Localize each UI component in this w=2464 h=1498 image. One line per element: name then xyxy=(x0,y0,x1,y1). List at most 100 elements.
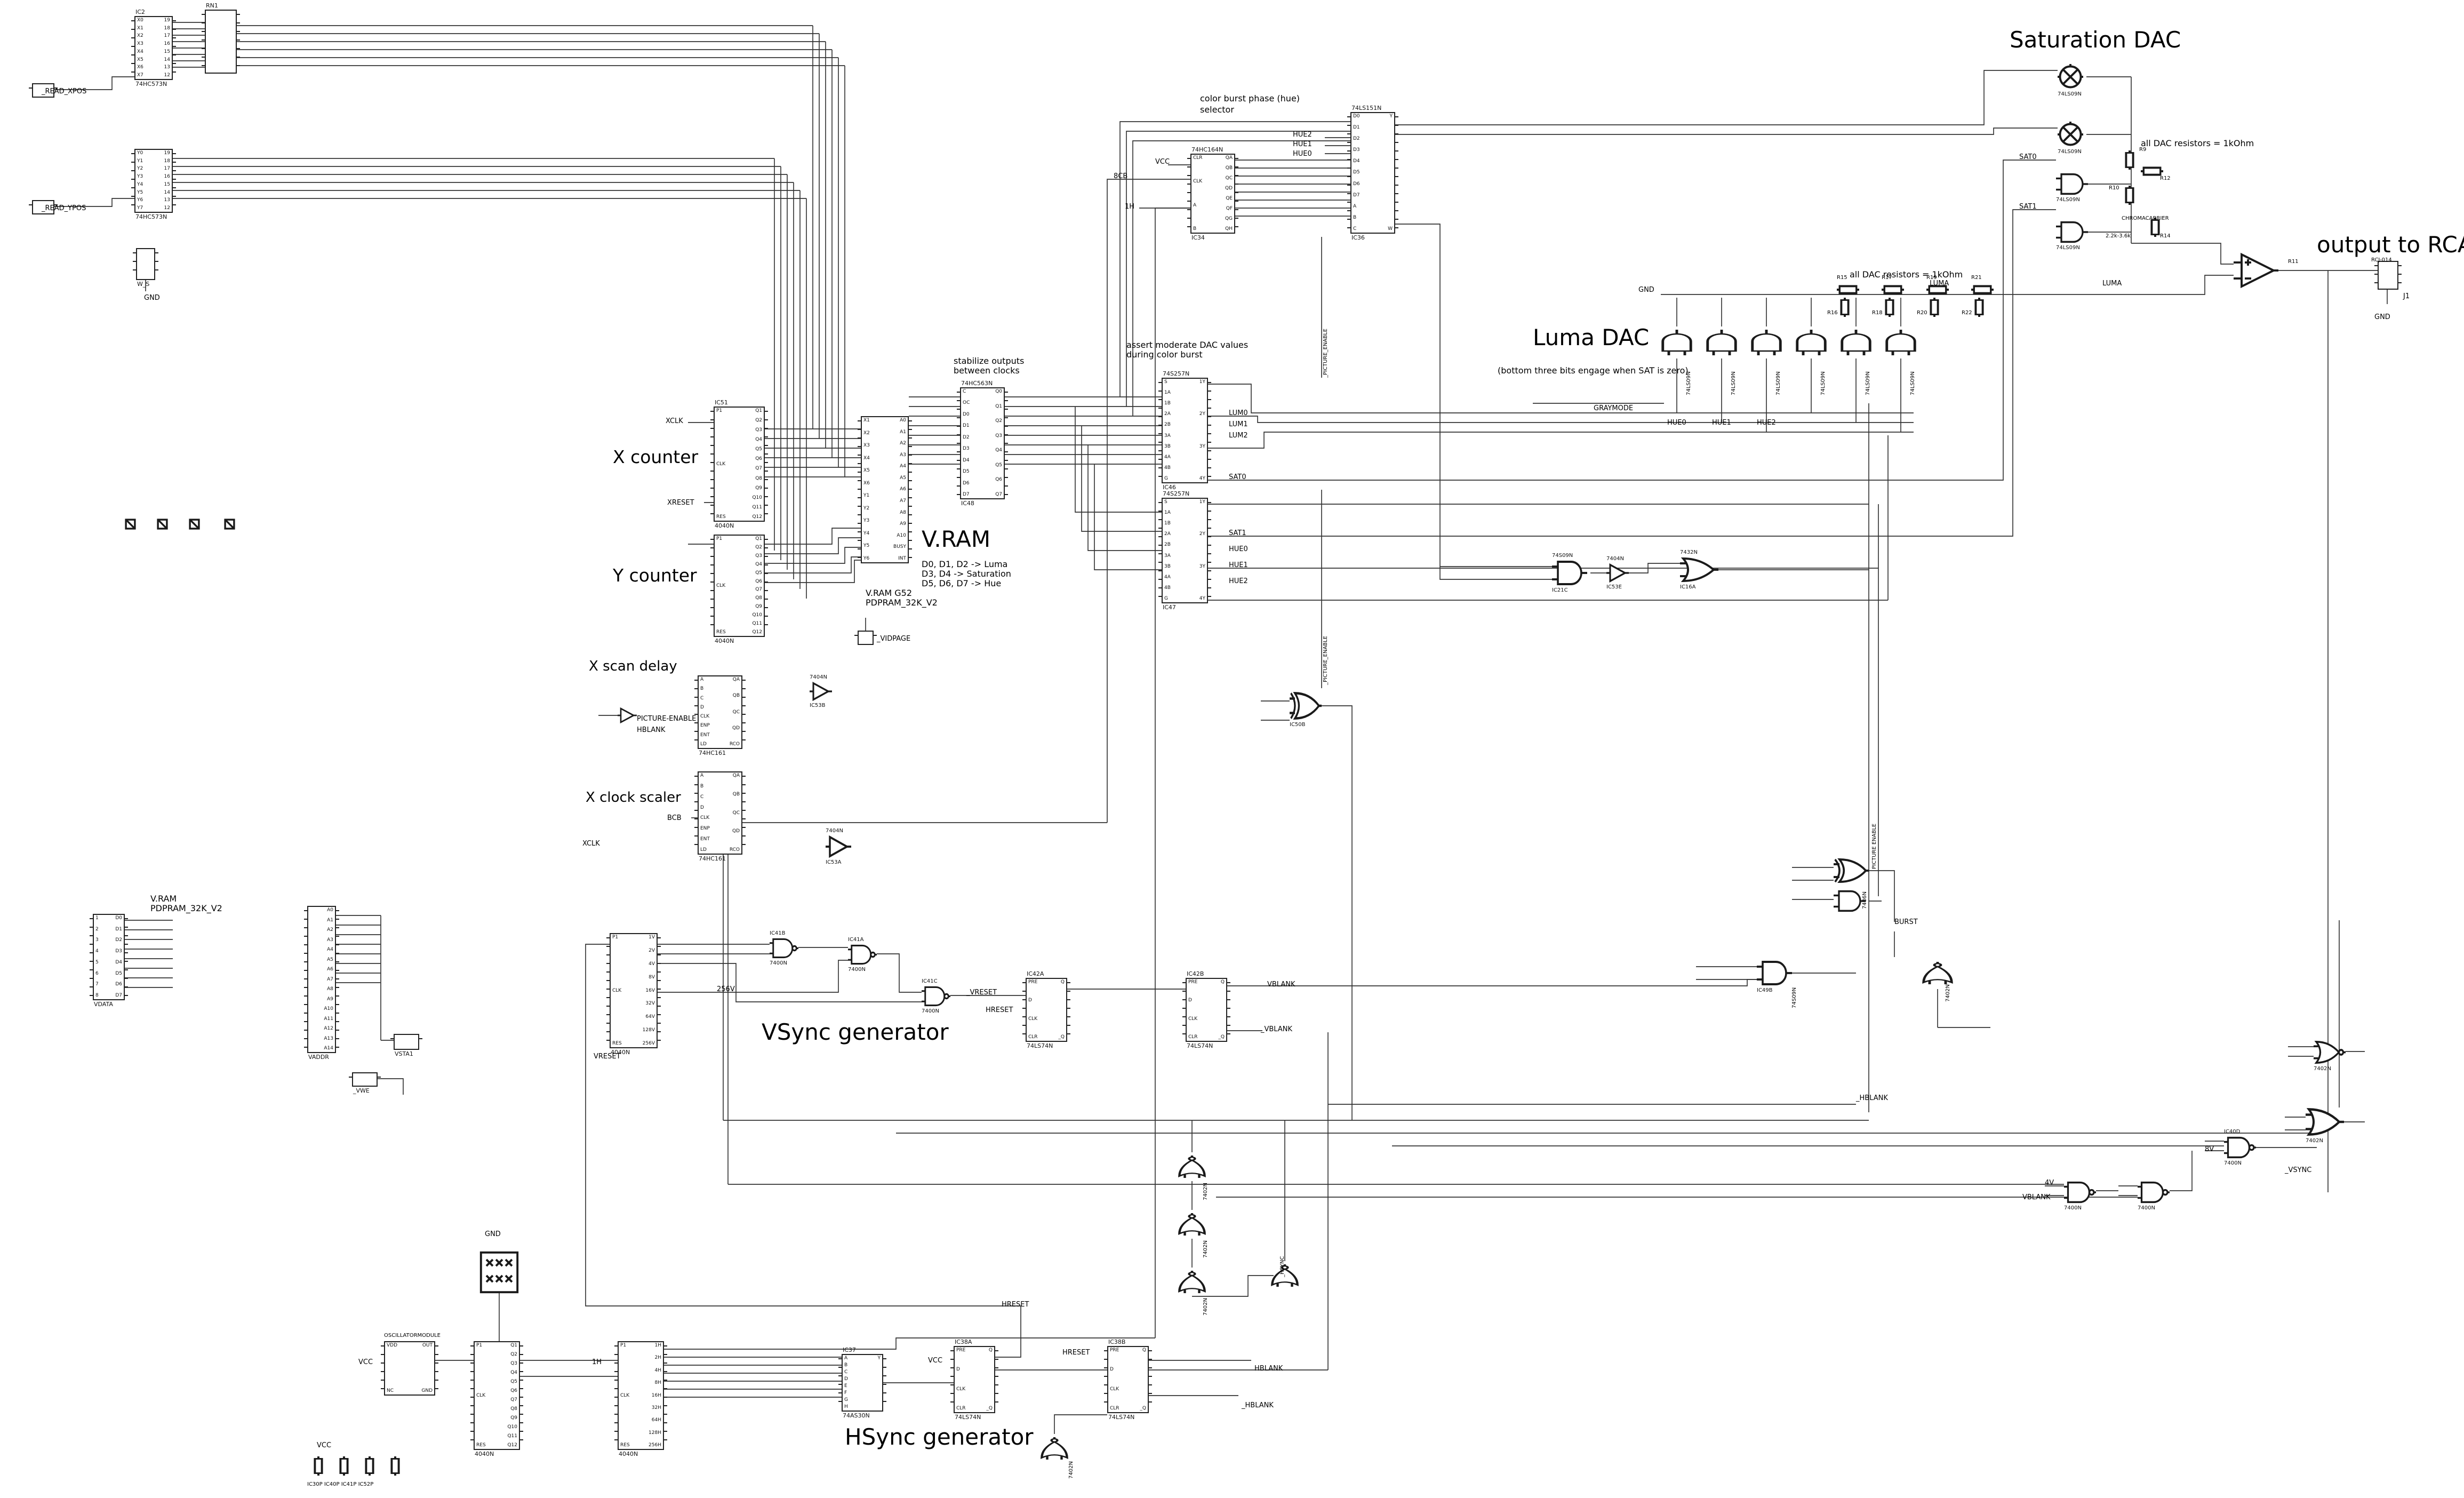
net-label: 7402N xyxy=(1068,1461,1074,1479)
net-label: _VBLANK xyxy=(1261,1025,1292,1033)
pin-label: D xyxy=(700,804,704,810)
pin-label: 14 xyxy=(164,189,170,195)
wire xyxy=(664,1337,1155,1350)
pin-label: A3 xyxy=(900,452,906,458)
pin-label: Q6 xyxy=(755,578,762,584)
pin-label: 64H xyxy=(651,1417,661,1423)
pin-label: 4A xyxy=(1164,574,1171,580)
ic-ref: 74S257N xyxy=(1163,370,1190,377)
net-label: between clocks xyxy=(954,365,1020,376)
net-label: R16 xyxy=(1827,310,1838,316)
pin-label: 1H xyxy=(654,1343,662,1348)
pin-label: Q7 xyxy=(755,587,762,593)
pin-label: 14 xyxy=(164,57,170,62)
net-label: (bottom three bits engage when SAT is ze… xyxy=(1498,365,1689,376)
net-label: _HBLANK xyxy=(1242,1401,1274,1409)
wire xyxy=(1208,384,1914,413)
wire xyxy=(1132,140,1350,416)
pin-label: Q4 xyxy=(755,561,762,567)
pin-label: 4B xyxy=(1164,465,1171,471)
ic-part: IC36 xyxy=(1351,234,1365,241)
wire xyxy=(1395,128,2058,135)
gate-label: IC16A xyxy=(1680,584,1696,590)
ic-part: 74HC573N xyxy=(135,81,167,87)
resistor xyxy=(1882,285,1904,294)
gate-label: IC53A xyxy=(826,859,842,865)
pin-label: Q6 xyxy=(995,477,1002,483)
pin-label: A3 xyxy=(327,937,333,943)
net-label: 2.2k-3.6k xyxy=(2106,233,2131,239)
net-label: 74LS09N xyxy=(1686,371,1692,395)
pin-label: 16H xyxy=(651,1392,661,1398)
output-rca-title: output to RCA jack xyxy=(2317,232,2464,258)
pin-label: 1Y xyxy=(1199,379,1205,385)
pin-label: Q9 xyxy=(510,1415,517,1421)
pin-label: A2 xyxy=(900,441,906,447)
net-label: 1H xyxy=(1125,203,1135,211)
pin-label: 16 xyxy=(164,174,170,180)
pin-label: 2 xyxy=(95,926,99,932)
pin-label: Q11 xyxy=(752,504,762,510)
power-flag-icon xyxy=(157,519,168,530)
net-label: R20 xyxy=(1917,310,1927,316)
pin-label: X6 xyxy=(863,480,870,486)
net-label: HBLANK xyxy=(637,726,666,734)
pin-label: X1 xyxy=(137,25,143,31)
nor-gate xyxy=(1041,1434,1068,1463)
pin-label: 3B xyxy=(1164,443,1171,449)
net-label: SAT1 xyxy=(2019,203,2037,211)
net-label: R18 xyxy=(1872,310,1883,316)
pin-label: Q4 xyxy=(995,448,1002,453)
pin-label: S xyxy=(1164,379,1167,385)
pin-label: Y xyxy=(1389,114,1393,119)
pin-label: 2A xyxy=(1164,531,1171,537)
pin-label: C xyxy=(700,794,704,800)
net-label: _HBLANK xyxy=(1856,1094,1888,1102)
net-label: 1H xyxy=(592,1358,602,1366)
pin-label: 3Y xyxy=(1199,443,1205,449)
ic-ref: IC38A xyxy=(955,1338,972,1345)
pin-label: B xyxy=(700,783,704,789)
wire xyxy=(2170,1151,2193,1191)
pin-label: A14 xyxy=(324,1046,333,1051)
ic-part: 4040N xyxy=(611,1049,630,1056)
wire xyxy=(54,198,134,207)
pin-label: A12 xyxy=(324,1026,333,1031)
wire xyxy=(877,953,922,993)
pin-label: Q10 xyxy=(752,612,762,618)
power-flag-icon xyxy=(224,519,235,530)
pin-label: Y4 xyxy=(137,181,143,187)
gate-label: IC50B xyxy=(1290,722,1306,728)
pin-label: RES xyxy=(716,630,726,635)
wire xyxy=(1119,121,1350,397)
pin-label: D5 xyxy=(963,469,970,475)
ic-ref: 74HC164N xyxy=(1191,146,1223,153)
pin-label: 32V xyxy=(645,1001,655,1007)
net-label: stabilize outputs xyxy=(954,356,1025,366)
net-label: V.RAM xyxy=(150,894,177,904)
pin-label: A8 xyxy=(900,509,906,515)
pin-label: Y2 xyxy=(863,505,870,511)
net-label: GRAYMODE xyxy=(1594,404,1634,412)
pin-label: A xyxy=(700,773,704,778)
pin-label: _Q xyxy=(986,1406,993,1411)
and-gate xyxy=(1841,326,1871,358)
gate-label: 74S09N xyxy=(1552,553,1573,559)
net-label: XCLK xyxy=(666,417,683,425)
pin-label: CLK xyxy=(716,583,726,588)
resistor xyxy=(2141,166,2163,176)
and-gate xyxy=(1796,326,1827,358)
pin-label: QD xyxy=(732,725,740,731)
gate-label: 7400N xyxy=(2224,1160,2242,1166)
